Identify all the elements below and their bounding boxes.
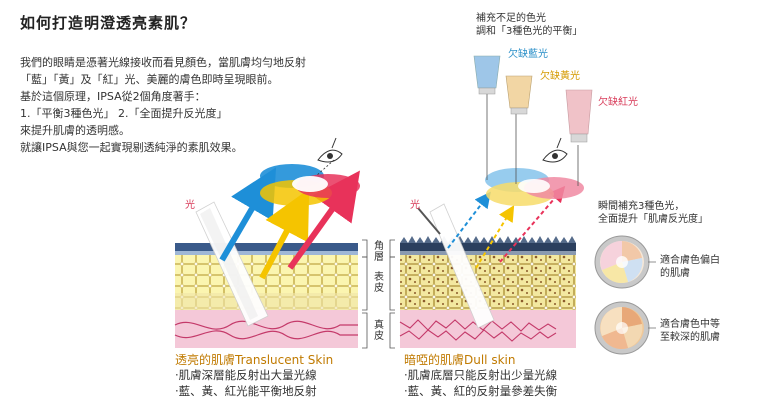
caption-right-bullet: ‧肌膚底層只能反射出少量光線: [404, 368, 558, 382]
caption-right-heading: 暗啞的肌膚Dull skin: [404, 353, 516, 367]
horny-layer-label: 角層: [374, 241, 384, 263]
reflect-yellow-dashed: [475, 205, 515, 269]
caption-left-bullet: ‧肌膚深層能反射出大量光線: [175, 368, 317, 382]
light-beam-right: [429, 203, 495, 329]
right-note-line2: 全面提升「肌膚反光度」: [598, 214, 708, 225]
epidermis-label: 表皮: [374, 272, 384, 294]
light-label-left: 光: [185, 200, 195, 211]
intro-line: 基於這個原理，IPSA從2個角度著手：: [20, 90, 206, 103]
tube-label-yellow: 欠缺黃光: [540, 71, 580, 82]
caption-left-bullet: ‧藍、黃、紅光能平衡地反射: [175, 384, 317, 398]
top-note-line1: 補充不足的色光: [476, 13, 546, 24]
color-ellipses-left: [260, 164, 360, 206]
translucent-skin-block: [174, 243, 358, 348]
tube-label-red: 欠缺紅光: [598, 97, 638, 108]
top-note-line2: 調和「3種色光的平衡」: [476, 26, 583, 37]
dull-skin-block: [399, 236, 576, 348]
reflect-red-dashed: [499, 185, 566, 263]
light-arrow-right: [417, 207, 441, 235]
reflect-red-arrow: [287, 170, 360, 270]
tube-label-blue: 欠缺藍光: [508, 49, 548, 60]
light-label-right: 光: [410, 200, 420, 211]
tube-blue: [473, 55, 501, 95]
tube-yellow: [505, 75, 533, 115]
color-ellipses-right: [485, 168, 584, 206]
intro-line: 就讓IPSA與您一起實現剔透純淨的素肌效果。: [20, 141, 243, 154]
caption-right-bullet: ‧藍、黃、紅的反射量參差失衡: [404, 384, 558, 398]
reflect-yellow-arrow: [259, 188, 310, 280]
intro-line: 來提升肌膚的透明感。: [20, 124, 130, 137]
tube-red: [565, 89, 593, 143]
compact-light: [594, 235, 650, 289]
eye-icon: [542, 137, 568, 163]
caption-left-heading: 透亮的肌膚Translucent Skin: [175, 353, 334, 367]
intro-line: 「藍」「黃」及「紅」光、美麗的膚色即時呈現眼前。: [20, 73, 279, 86]
intro-line: 1.「平衡3種色光」 2.「全面提升反光度」: [20, 107, 228, 120]
reflect-blue-arrow: [219, 167, 277, 262]
compact-medium: [594, 301, 650, 355]
compact-light-line1: 適合膚色偏白: [660, 255, 720, 266]
dermis-label: 真皮: [374, 320, 384, 342]
compact-medium-line2: 至較深的肌膚: [660, 332, 720, 343]
layer-brackets: [362, 239, 395, 349]
compact-medium-line1: 適合膚色中等: [660, 319, 720, 330]
compact-light-line2: 的肌膚: [660, 268, 690, 279]
intro-line: 我們的眼睛是憑著光線接收而看見顏色，當肌膚均勻地反射: [20, 56, 306, 69]
reflect-blue-dashed: [447, 191, 491, 249]
eye-icon: [317, 137, 343, 163]
right-note-line1: 瞬間補充3種色光，: [598, 201, 685, 212]
page-title: 如何打造明澄透亮素肌？: [20, 14, 197, 32]
